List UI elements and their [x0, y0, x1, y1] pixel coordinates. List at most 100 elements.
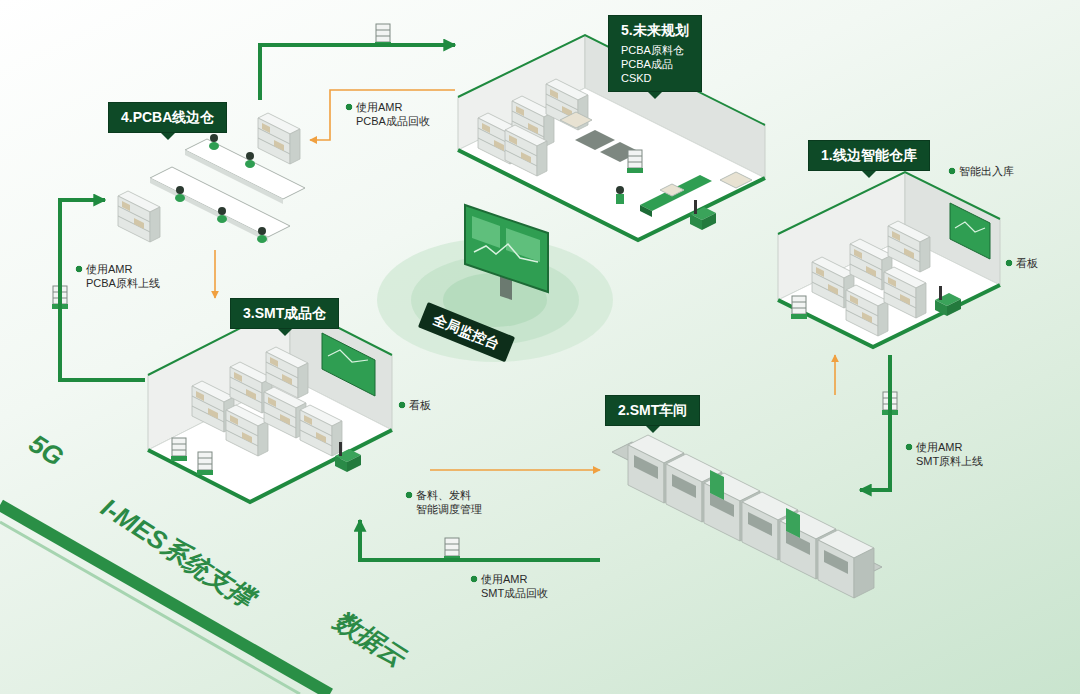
- pcba-workstations-part: [209, 142, 219, 150]
- floor-edge: [0, 505, 330, 694]
- area-note: 智能出入库: [948, 164, 1014, 178]
- storage-room-part: [197, 452, 213, 475]
- planned-room-part: [640, 205, 652, 217]
- storage-room-part: [171, 438, 187, 461]
- warehouse-room-part: [888, 221, 930, 272]
- pcba-workstations-part: [150, 178, 268, 242]
- smt-line-part: [818, 530, 874, 598]
- warehouse-room: [778, 172, 1000, 347]
- edge-label-anchor: 使用AMR SMT原料上线: [905, 440, 986, 468]
- edge-label-anchor: 使用AMR PCBA成品回收: [345, 100, 434, 128]
- storage-room: [148, 303, 392, 502]
- console-label: 全局监控台: [431, 311, 502, 353]
- callout-body: PCBA原料仓 PCBA成品 CSKD: [621, 43, 689, 85]
- storage-room-part: [148, 378, 392, 502]
- callout-pointer: [161, 133, 175, 140]
- label-anchor: 5G: [24, 428, 69, 472]
- planned-room-part: [720, 172, 752, 188]
- flow-arrow: [860, 355, 890, 490]
- pcba-workstations-part: [246, 152, 254, 160]
- warehouse-room-part: [791, 296, 807, 319]
- note-anchor: 看板: [1005, 256, 1038, 270]
- pcba-workstations-part: [176, 186, 184, 194]
- callout-tag: 5.未来规划PCBA原料仓 PCBA成品 CSKD: [608, 15, 702, 92]
- area-note: 看板: [398, 398, 431, 412]
- pcba-workstations-part: [218, 207, 226, 215]
- return-arrow: [834, 355, 836, 395]
- warehouse-room-part: [884, 267, 926, 318]
- callout-pointer: [648, 92, 662, 99]
- pcba-workstations-part: [258, 227, 266, 235]
- note-anchor: 看板: [398, 398, 431, 412]
- warehouse-room-part: [955, 222, 985, 232]
- planned-room-part: [505, 125, 547, 176]
- connector-group: [60, 45, 890, 560]
- planned-room: [458, 35, 765, 240]
- planned-room-part: [627, 150, 643, 173]
- planned-room-part: [660, 184, 684, 196]
- label-anchor: 备料、发料 智能调度管理: [405, 488, 486, 516]
- note-anchor: 智能出入库: [948, 164, 1014, 178]
- floor-caption: 5G: [24, 428, 69, 472]
- pcba-workstations-part: [245, 160, 255, 168]
- area-node: 1.线边智能仓库智能出入库看板: [775, 140, 1050, 355]
- floor-caption: I-MES系统支撑: [96, 492, 260, 613]
- console-base: 全局监控台: [418, 302, 515, 362]
- planned-room-part: [640, 175, 712, 211]
- storage-room-part: [226, 405, 268, 456]
- floor-edge-part: [0, 522, 300, 694]
- warehouse-room-part: [846, 285, 888, 336]
- planned-room-part: [575, 130, 615, 150]
- callout-tag: 2.SMT车间: [605, 395, 700, 426]
- process-note: 备料、发料 智能调度管理: [405, 488, 486, 516]
- edge-label-anchor: 使用AMR SMT成品回收: [470, 572, 551, 600]
- storage-room-part: [328, 350, 368, 362]
- planned-room-part: [616, 186, 624, 194]
- storage-room-part: [148, 430, 392, 502]
- edge-label-anchor: 使用AMR PCBA原料上线: [75, 262, 164, 290]
- callout-pointer: [646, 426, 660, 433]
- pcba-workstations-part: [258, 113, 300, 164]
- smt-line-part: [710, 470, 724, 500]
- pcba-workstations-part: [175, 194, 185, 202]
- callout-title: 2.SMT车间: [618, 402, 687, 419]
- storage-room-part: [322, 333, 375, 396]
- callout-title: 3.SMT成品仓: [243, 305, 326, 322]
- monitor-screen-part: [474, 244, 538, 262]
- area-note: 看板: [1005, 256, 1038, 270]
- pcba-workstations-part: [118, 191, 160, 242]
- planned-room-part: [458, 88, 765, 240]
- storage-room-part: [300, 405, 342, 456]
- pcba-workstations-part: [217, 215, 227, 223]
- route-label: 使用AMR PCBA成品回收: [345, 100, 434, 128]
- callout-pointer: [862, 171, 876, 178]
- floor-caption: 数据云: [329, 605, 411, 673]
- flow-arrow: [60, 200, 145, 380]
- smt-line: [612, 435, 882, 598]
- monitor-screen-part: [506, 228, 540, 262]
- route-label: 使用AMR SMT原料上线: [905, 440, 986, 468]
- flow-arrow: [260, 45, 455, 100]
- area-node: 3.SMT成品仓看板: [145, 298, 430, 520]
- planned-room-part: [458, 35, 765, 125]
- storage-room-part: [335, 442, 361, 472]
- monitor-screen-part: [465, 205, 548, 292]
- warehouse-room-part: [950, 203, 990, 259]
- route-label: 使用AMR PCBA原料上线: [75, 262, 164, 290]
- area-node: 2.SMT车间: [600, 395, 860, 585]
- callout-tag: 1.线边智能仓库: [808, 140, 930, 171]
- return-arrow: [430, 469, 600, 471]
- planned-room-part: [616, 194, 624, 204]
- monitor-screen: [465, 205, 548, 300]
- callout-pointer: [278, 329, 292, 336]
- area-node: 4.PCBA线边仓: [105, 100, 310, 250]
- pcba-workstations-part: [150, 167, 290, 237]
- smt-line-part: [786, 508, 800, 538]
- callout-title: 4.PCBA线边仓: [121, 109, 214, 126]
- callout-tag: 3.SMT成品仓: [230, 298, 339, 329]
- label-anchor: 数据云: [329, 605, 411, 673]
